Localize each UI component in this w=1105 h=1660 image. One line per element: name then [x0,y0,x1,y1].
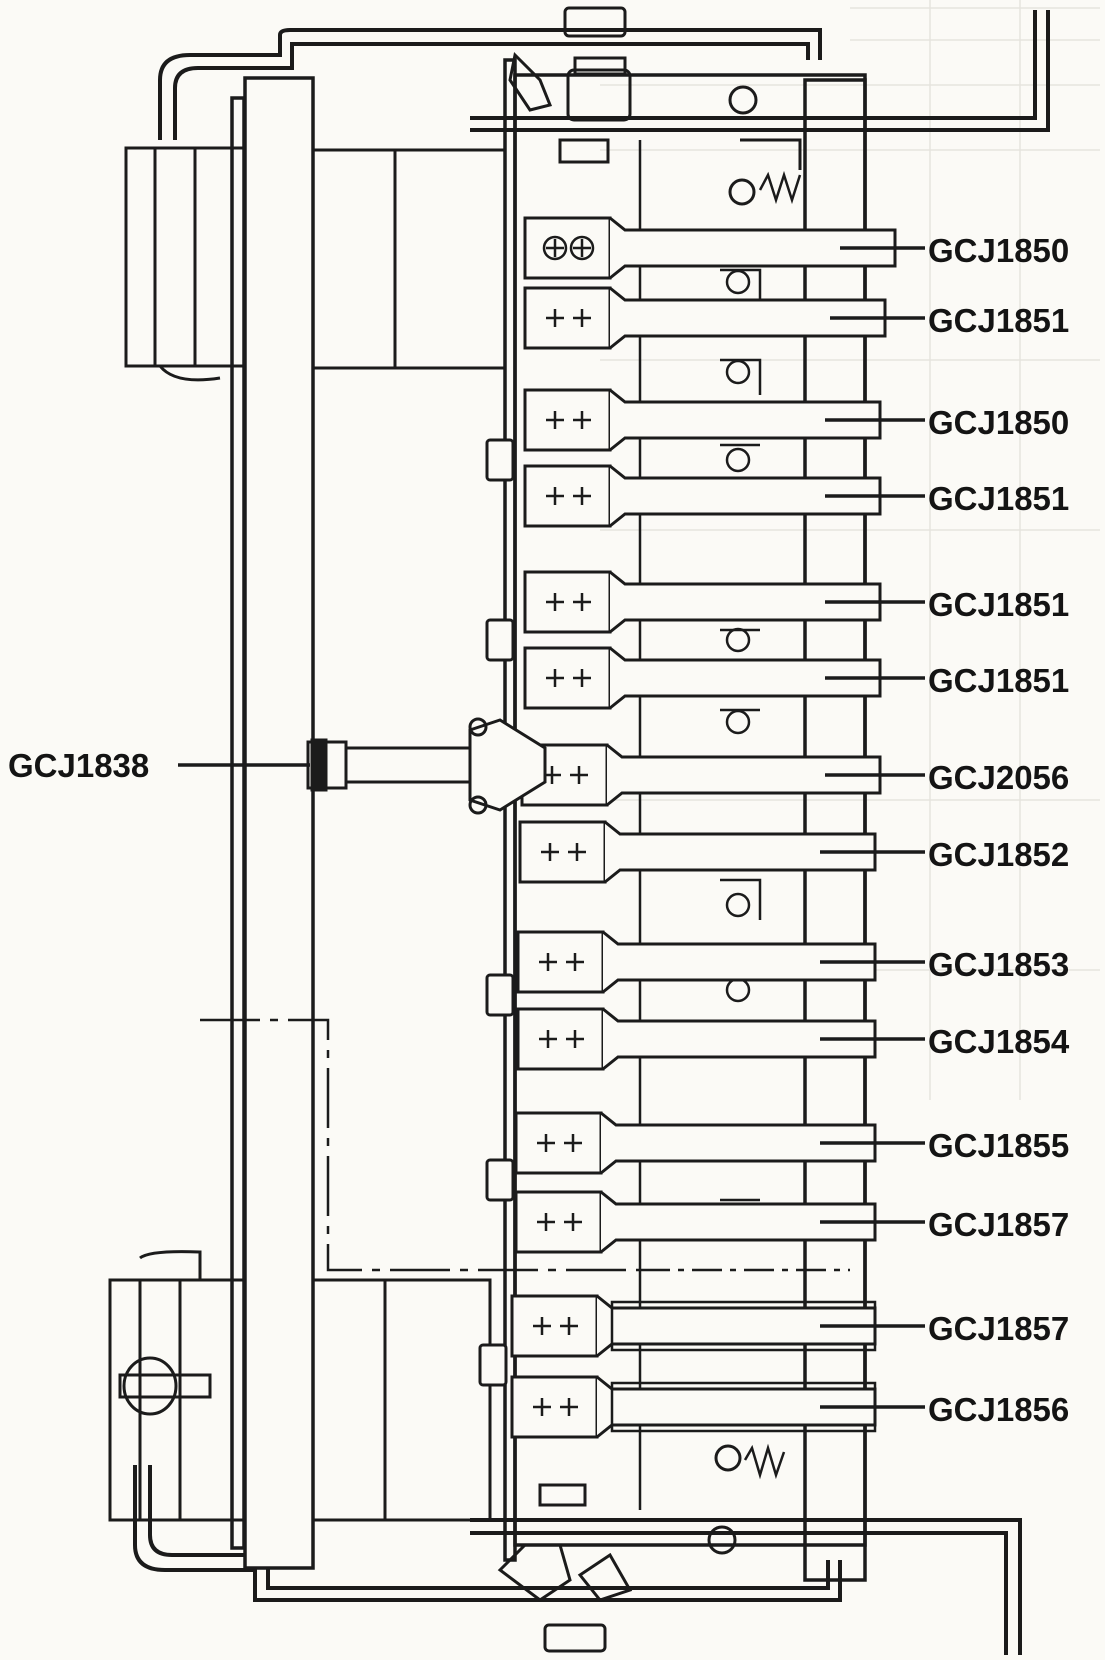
contact-finger-c13 [510,1294,877,1358]
plus-screw-icon [537,1213,555,1231]
terminal-block [510,1294,599,1358]
part-label-c1: GCJ1850 [928,232,1069,269]
plus-screw-icon [568,843,586,861]
plus-screw-icon [560,1317,578,1335]
armature-bar [230,76,315,1570]
bleed-through-background [600,0,1100,1100]
plus-screw-icon [541,843,559,861]
screw-head-icon [569,235,595,261]
plus-screw-icon [539,953,557,971]
plus-screw-icon [560,1398,578,1416]
terminal-block [523,646,612,710]
plus-screw-icon [566,1030,584,1048]
part-label-c7: GCJ2056 [928,759,1069,796]
centre-line [200,1018,850,1272]
plus-screw-icon [533,1398,551,1416]
plus-screw-icon [533,1317,551,1335]
part-label-c11: GCJ1855 [928,1127,1069,1164]
terminal-block [516,930,605,994]
contact-finger-c6 [523,646,882,710]
plus-screw-icon [573,411,591,429]
contact-carrier-plate [503,58,867,1582]
contact-finger-c4 [523,464,882,528]
left-callout-label: GCJ1838 [8,747,149,784]
screw-head-icon [542,235,568,261]
upper-coil-assembly [124,146,507,382]
part-label-c4: GCJ1851 [928,480,1069,517]
plus-screw-icon [546,487,564,505]
terminal-block [523,464,612,528]
terminal-block [523,216,612,280]
part-label-c14: GCJ1856 [928,1391,1069,1428]
bottom-adjuster-hardware [497,1443,786,1653]
terminal-block [514,1111,603,1175]
contact-finger-c12 [514,1190,877,1254]
terminal-block [523,286,612,350]
top-wire-frame [158,10,1050,140]
plus-screw-icon [573,593,591,611]
part-label-c9: GCJ1853 [928,946,1069,983]
part-label-c13: GCJ1857 [928,1310,1069,1347]
side-hex-nuts [478,438,515,1387]
terminal-block [516,1007,605,1071]
plus-screw-icon [539,1030,557,1048]
part-label-c3: GCJ1850 [928,404,1069,441]
plus-screw-icon [573,669,591,687]
terminal-block [523,570,612,634]
part-label-c2: GCJ1851 [928,302,1069,339]
contact-finger-c1 [523,216,897,280]
plus-screw-icon [573,239,591,257]
plus-screw-icon [546,411,564,429]
terminal-block [518,820,607,884]
part-label-c6: GCJ1851 [928,662,1069,699]
contact-finger-c11 [514,1111,877,1175]
bottom-wire-frame [133,1465,1022,1655]
callout-leaders [820,246,925,1409]
contact-finger-c10 [516,1007,877,1071]
terminal-block [514,1190,603,1254]
plus-screw-icon [546,593,564,611]
contact-finger-c5 [523,570,882,634]
plus-screw-icon [564,1213,582,1231]
plus-screw-icon [570,766,588,784]
terminal-block [523,388,612,452]
plus-screw-icon [566,953,584,971]
pivot-arm-assembly [306,717,547,815]
callout-labels: GCJ1850GCJ1851GCJ1850GCJ1851GCJ1851GCJ18… [928,232,1070,1428]
part-label-c8: GCJ1852 [928,836,1069,873]
plus-screw-icon [537,1134,555,1152]
plus-screw-icon [573,487,591,505]
plus-screw-icon [546,309,564,327]
part-label-c10: GCJ1854 [928,1023,1070,1060]
top-adjuster-hardware [508,6,802,206]
plus-screw-icon [546,669,564,687]
part-label-c5: GCJ1851 [928,586,1069,623]
terminal-block [510,1375,599,1439]
contact-fingers [510,216,897,1439]
plus-screw-icon [546,239,564,257]
plus-screw-icon [573,309,591,327]
plus-screw-icon [564,1134,582,1152]
part-label-c12: GCJ1857 [928,1206,1069,1243]
